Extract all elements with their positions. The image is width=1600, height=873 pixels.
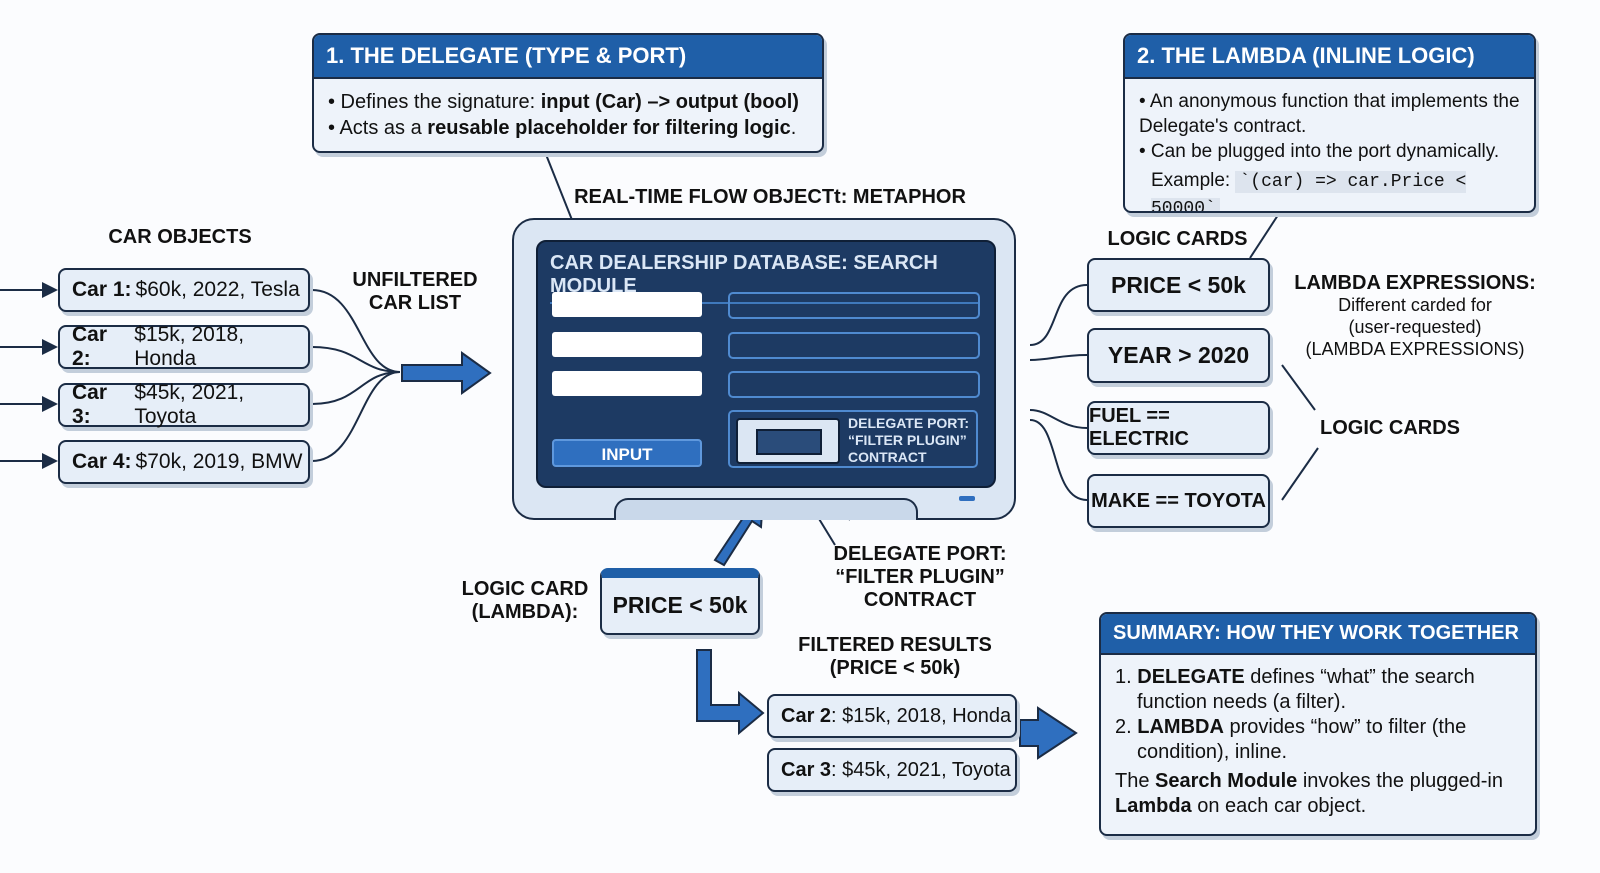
input-field-1[interactable] [552,292,702,317]
logic-cards-top-label: LOGIC CARDS [1107,228,1248,250]
output-field-2 [728,332,980,359]
logic-card-price[interactable]: PRICE < 50k [1087,258,1270,312]
output-field-1 [728,292,980,319]
car-card-3: Car 3: $45k, 2021, Toyota [58,381,310,428]
unfiltered-label: UNFILTERED CAR LIST [352,269,478,314]
input-field-3[interactable] [552,371,702,396]
delegate-box-title: 1. THE DELEGATE (TYPE & PORT) [314,35,822,79]
delegate-port-callout: DELEGATE PORT:“FILTER PLUGIN” CONTRACT [833,543,1007,611]
logic-card-year[interactable]: YEAR > 2020 [1087,328,1270,383]
summary-item-2: 2. LAMBDA provides “how” to filter (the … [1115,716,1467,763]
search-module-device: CAR DEALERSHIP DATABASE: SEARCH MODULE I… [512,218,1016,520]
summary-item-1: 1. DELEGATE defines “what” the search fu… [1115,666,1475,713]
lambda-example: Example: `(car) => car.Price < 50000` [1139,168,1520,211]
car-card-4: Car 4: $70k, 2019, BMW [58,440,310,484]
output-field-3 [728,371,980,398]
logic-card-fuel[interactable]: FUEL == ELECTRIC [1087,401,1270,455]
car-card-1: Car 1: $60k, 2022, Tesla [58,268,310,312]
filtered-results-label: FILTERED RESULTS(PRICE < 50k) [798,634,992,679]
metaphor-title: REAL-TIME FLOW OBJECTt: METAPHOR [574,186,966,208]
delegate-line1: • Defines the signature: input (Car) –> … [328,91,799,113]
summary-paragraph: The Search Module invokes the plugged-in… [1115,770,1503,817]
car-card-2: Car 2: $15k, 2018, Honda [58,323,310,370]
logic-card-make[interactable]: MAKE == TOYOTA [1087,474,1270,528]
delegate-line2: • Acts as a reusable placeholder for fil… [328,117,797,139]
delegate-port: DELEGATE PORT: “FILTER PLUGIN” CONTRACT [728,410,978,468]
logic-cards-right-label: LOGIC CARDS [1320,417,1460,439]
car-objects-label: CAR OBJECTS [108,226,252,248]
input-button[interactable]: INPUT [552,439,702,467]
lambda-line1: • An anonymous function that implements … [1139,91,1520,137]
device-base [614,498,918,520]
module-title: CAR DEALERSHIP DATABASE: SEARCH MODULE [550,252,980,304]
summary-title: SUMMARY: HOW THEY WORK TOGETHER [1101,614,1535,655]
filtered-car-2: Car 2: $15k, 2018, Honda [767,694,1017,738]
lambda-info-box: 2. THE LAMBDA (INLINE LOGIC) • An anonym… [1123,33,1536,213]
summary-box: SUMMARY: HOW THEY WORK TOGETHER 1. DELEG… [1099,612,1537,836]
port-socket-icon [736,418,840,464]
lambda-box-title: 2. THE LAMBDA (INLINE LOGIC) [1125,35,1534,79]
lambda-expressions-note: LAMBDA EXPRESSIONS: Different carded for… [1294,272,1536,359]
port-label: DELEGATE PORT: “FILTER PLUGIN” CONTRACT [848,415,970,465]
filtered-car-3: Car 3: $45k, 2021, Toyota [767,748,1017,792]
delegate-info-box: 1. THE DELEGATE (TYPE & PORT) • Defines … [312,33,824,153]
input-field-2[interactable] [552,332,702,357]
lambda-line2: • Can be plugged into the port dynamical… [1139,141,1500,162]
lambda-logic-card[interactable]: PRICE < 50k [600,568,760,635]
module-screen: CAR DEALERSHIP DATABASE: SEARCH MODULE I… [536,240,996,488]
logic-card-lambda-label: LOGIC CARD(LAMBDA): [461,578,589,623]
status-led [959,496,975,501]
